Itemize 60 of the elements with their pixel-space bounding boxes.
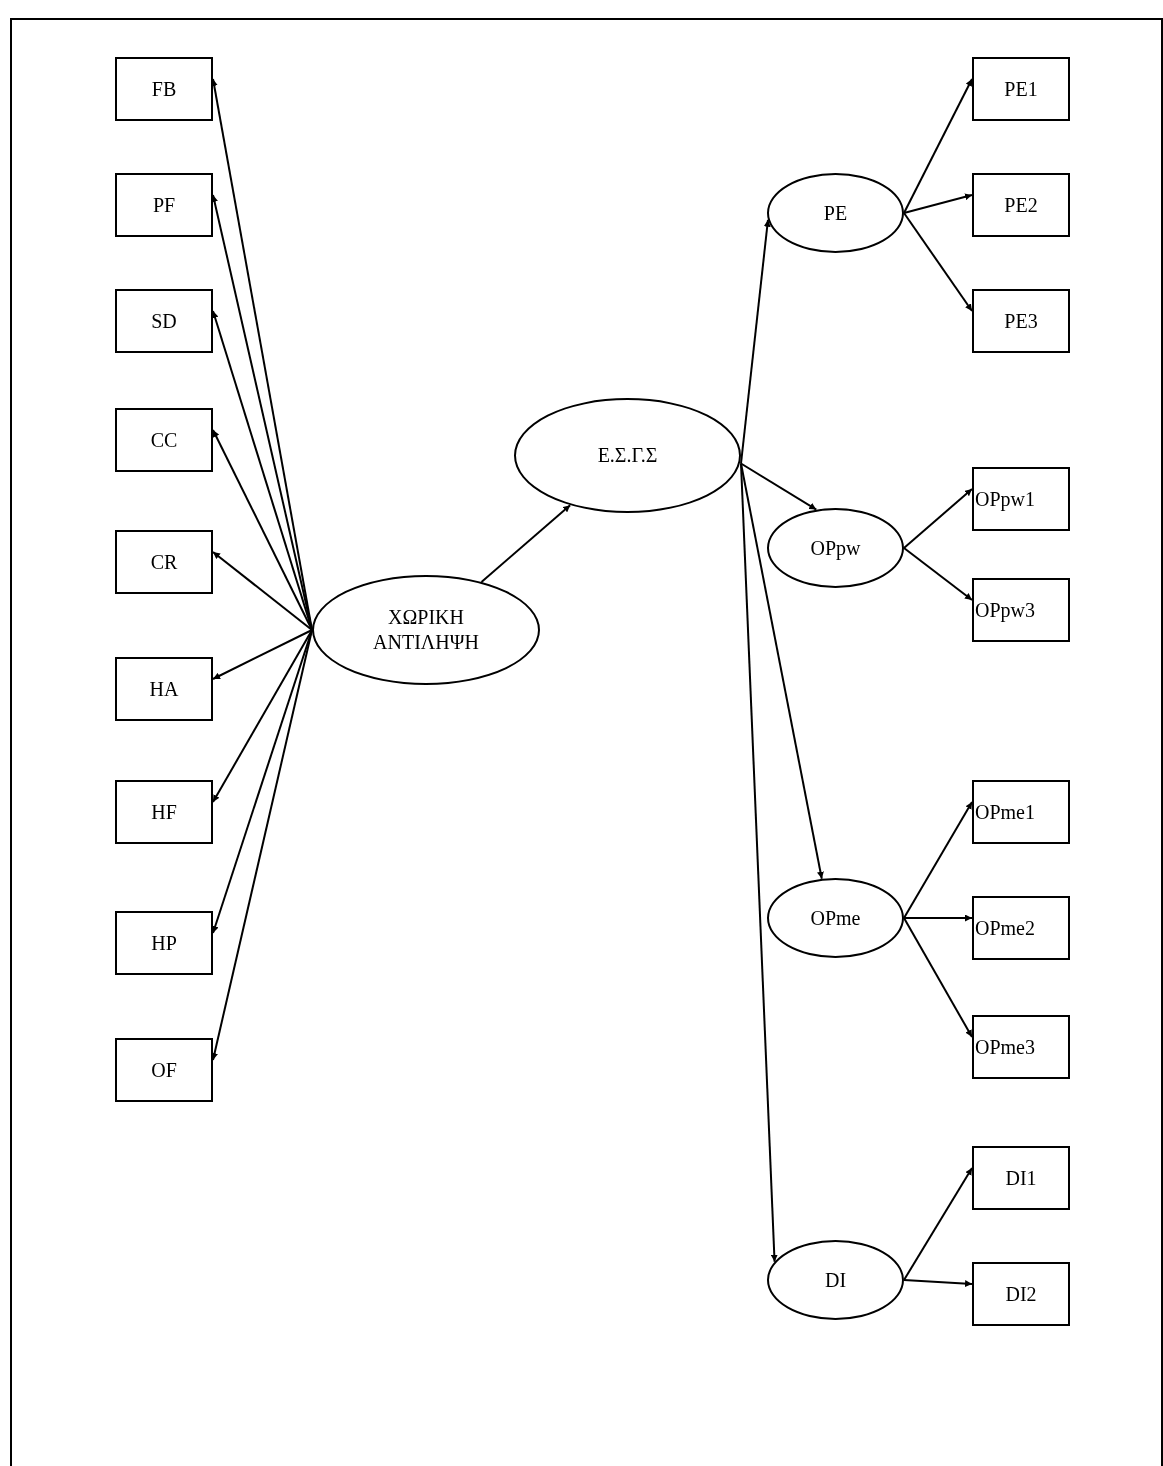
- node-label: HA: [149, 676, 179, 702]
- node-label: OF: [151, 1057, 177, 1083]
- indicator-box: [972, 1146, 1070, 1210]
- arrow: [903, 547, 973, 601]
- indicator-box: [972, 57, 1070, 121]
- indicator-box: [972, 896, 1070, 960]
- indicator-box: [115, 289, 213, 353]
- arrow: [903, 914, 973, 922]
- indicator-box: [972, 780, 1070, 844]
- indicator-box: [115, 1038, 213, 1102]
- node-label: PE: [823, 200, 848, 226]
- arrow: [903, 1279, 973, 1288]
- indicator-box: [115, 530, 213, 594]
- node-label: CC: [150, 427, 178, 453]
- indicator-box: [972, 1015, 1070, 1079]
- node-label: SD: [151, 308, 177, 334]
- node-label: DI2: [1005, 1281, 1037, 1307]
- node-label: PE2: [1004, 192, 1038, 218]
- arrow: [740, 462, 778, 1263]
- indicator-box: [972, 467, 1070, 531]
- indicator-box: [115, 911, 213, 975]
- indicator-box: [115, 173, 213, 237]
- node-label: PE1: [1004, 76, 1038, 102]
- indicator-box: [972, 578, 1070, 642]
- arrow: [903, 78, 973, 214]
- indicator-box: [115, 780, 213, 844]
- arrow: [212, 551, 313, 631]
- arrow: [903, 212, 973, 312]
- node-label: Ε.Σ.Γ.Σ: [597, 443, 658, 468]
- node-label: OPpw1: [975, 486, 1035, 512]
- node-label: DI: [824, 1267, 847, 1293]
- node-label: OPpw3: [975, 597, 1035, 623]
- node-label: OPpw: [810, 535, 861, 561]
- indicator-box: [115, 408, 213, 472]
- indicator-box: [115, 657, 213, 721]
- arrow: [903, 488, 973, 549]
- node-label: OPme3: [975, 1034, 1035, 1060]
- node-label: ΧΩΡΙΚΗ ΑΝΤΙΛΗΨΗ: [372, 605, 480, 655]
- node-label: HP: [151, 930, 177, 956]
- node-label: OPme2: [975, 915, 1035, 941]
- arrow: [740, 462, 818, 511]
- indicator-box: [115, 57, 213, 121]
- node-label: PF: [152, 192, 176, 218]
- arrow: [903, 801, 973, 919]
- indicator-box: [972, 289, 1070, 353]
- node-label: FB: [151, 76, 177, 102]
- arrow: [212, 629, 313, 680]
- indicator-box: [972, 173, 1070, 237]
- node-label: CR: [150, 549, 178, 575]
- arrow: [903, 1167, 973, 1281]
- arrow: [903, 917, 973, 1038]
- node-label: OPme: [810, 905, 861, 931]
- indicator-box: [972, 1262, 1070, 1326]
- arrow: [903, 193, 973, 214]
- node-label: HF: [151, 799, 177, 825]
- node-label: OPme1: [975, 799, 1035, 825]
- node-label: DI1: [1005, 1165, 1037, 1191]
- arrow: [480, 504, 572, 583]
- node-label: PE3: [1004, 308, 1038, 334]
- arrow: [212, 629, 313, 803]
